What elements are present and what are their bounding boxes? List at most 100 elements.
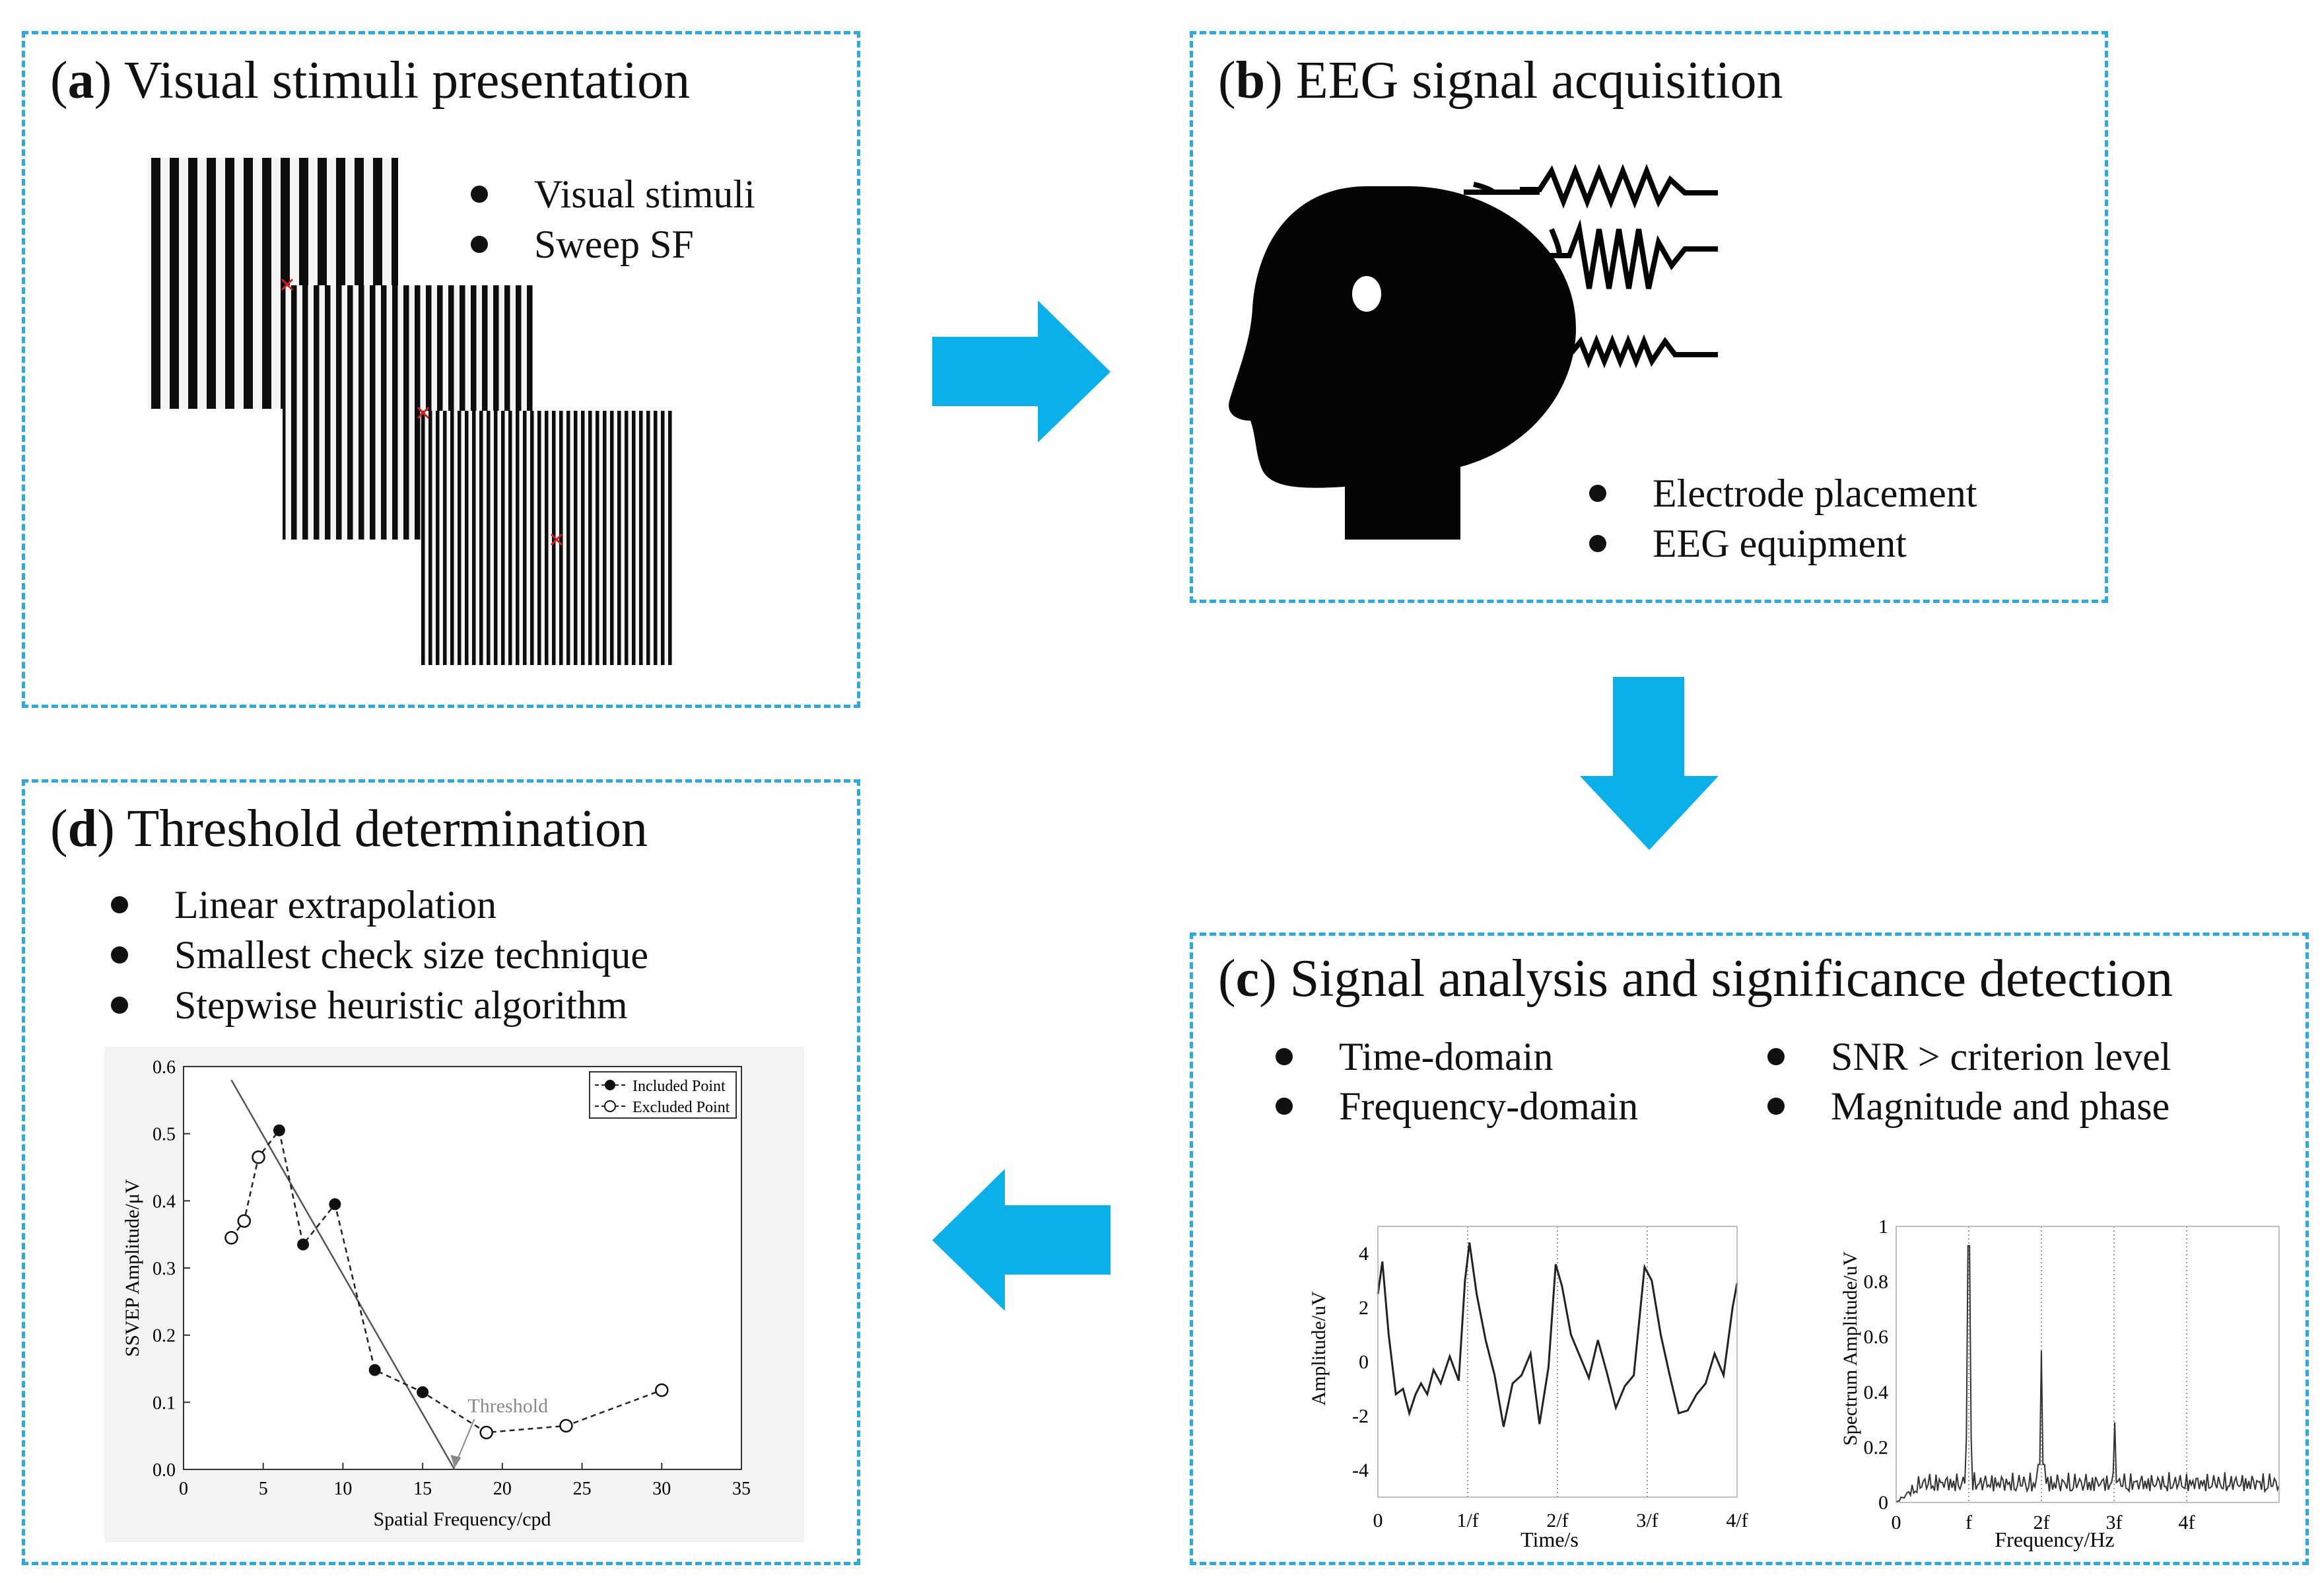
panel-d-bullet-1: Linear extrapolation — [111, 885, 496, 925]
x-tick-label: 20 — [493, 1479, 512, 1499]
excluded-point — [252, 1150, 265, 1164]
panel-b-letter: b — [1235, 52, 1266, 110]
panel-c-bullet-magnitude-phase: Magnitude and phase — [1767, 1086, 2170, 1126]
panel-b-title: (b) EEG signal acquisition — [1218, 52, 1783, 110]
bullet-dot-icon — [471, 236, 488, 254]
x-tick-label: 3f — [2106, 1512, 2123, 1533]
bullet-dot-icon — [1767, 1048, 1785, 1066]
panel-d-bullet-3: Stepwise heuristic algorithm — [111, 985, 628, 1025]
panel-a: (a) Visual stimuli presentation Visual s… — [22, 31, 860, 708]
legend-included-marker — [605, 1080, 615, 1090]
panel-b-bullet-1: Electrode placement — [1589, 474, 1977, 513]
y-tick-label: 0.4 — [153, 1191, 176, 1212]
y-tick-label: -2 — [1352, 1405, 1369, 1427]
panel-d-bullet-2: Smallest check size technique — [111, 935, 648, 975]
x-tick-label: 10 — [333, 1479, 352, 1499]
bullet-dot-icon — [111, 896, 128, 914]
x-tick-label: 5 — [259, 1479, 268, 1499]
panel-a-title: (a) Visual stimuli presentation — [50, 52, 691, 110]
panel-b: (b) EEG signal acquisition Electrode pla… — [1190, 31, 2108, 603]
y-tick-label: 2 — [1359, 1297, 1369, 1319]
panel-a-bullet-2: Sweep SF — [471, 225, 694, 264]
panel-d-title-text: Threshold determination — [127, 800, 648, 858]
included-point — [329, 1198, 341, 1211]
y-tick-label: 0.6 — [1864, 1326, 1889, 1348]
x-tick-label: 2f — [2034, 1512, 2050, 1533]
ssvep-y-label: SSVEP Amplitude/μV — [121, 1179, 143, 1357]
y-tick-label: 4 — [1359, 1243, 1369, 1265]
y-tick-label: 0.6 — [153, 1057, 176, 1078]
time-y-label: Amplitude/uV — [1308, 1291, 1330, 1406]
down-arrow-icon — [1580, 677, 1719, 850]
y-tick-label: 0 — [1878, 1492, 1888, 1514]
bullet-dot-icon — [111, 997, 128, 1014]
included-point — [297, 1238, 310, 1251]
legend-excluded-marker — [604, 1100, 616, 1112]
legend-included: Included Point — [632, 1078, 726, 1095]
y-tick-label: 0.3 — [153, 1259, 176, 1279]
excluded-point — [655, 1383, 669, 1397]
ssvep-x-label: Spatial Frequency/cpd — [373, 1508, 551, 1530]
x-tick-label: 2/f — [1546, 1510, 1568, 1531]
bullet-dot-icon — [1276, 1048, 1293, 1066]
panel-c-title: (c) Signal analysis and significance det… — [1218, 950, 2173, 1008]
excluded-point — [224, 1231, 238, 1245]
ssvep-threshold-chart: SSVEP Amplitude/μV Spatial Frequency/cpd… — [104, 1047, 804, 1542]
x-tick-label: 4f — [2179, 1512, 2195, 1533]
excluded-point — [479, 1425, 493, 1440]
head-profile-icon — [1229, 164, 1718, 540]
bullet-dot-icon — [111, 946, 128, 964]
x-tick-label: 1/f — [1456, 1510, 1478, 1531]
panel-c-bullet-frequency-domain: Frequency-domain — [1276, 1086, 1638, 1126]
excluded-point — [559, 1419, 573, 1433]
panel-b-title-text: EEG signal acquisition — [1295, 52, 1783, 110]
y-tick-label: -4 — [1352, 1460, 1369, 1481]
threshold-annotation: Threshold — [467, 1395, 548, 1417]
bullet-dot-icon — [1276, 1098, 1293, 1115]
y-tick-label: 0.5 — [153, 1125, 176, 1145]
y-tick-label: 0.2 — [1864, 1436, 1889, 1458]
x-tick-label: 0 — [1892, 1512, 1901, 1533]
panel-a-bullet-1: Visual stimuli — [471, 174, 755, 214]
panel-d-title: (d) Threshold determination — [50, 800, 648, 858]
x-tick-label: 30 — [652, 1479, 671, 1499]
x-tick-label: f — [1965, 1512, 1972, 1533]
legend-excluded: Excluded Point — [632, 1099, 730, 1116]
panel-d: (d) Threshold determination Linear extra… — [22, 779, 860, 1565]
grating-high-sf — [421, 411, 672, 665]
bullet-dot-icon — [1589, 535, 1606, 553]
fixation-marker — [281, 278, 563, 546]
bullet-dot-icon — [1767, 1098, 1785, 1115]
included-point — [368, 1364, 381, 1376]
excluded-point — [237, 1214, 251, 1228]
x-tick-label: 15 — [413, 1479, 432, 1499]
right-arrow-icon — [932, 300, 1111, 442]
panel-a-title-text: Visual stimuli presentation — [123, 52, 691, 110]
x-tick-label: 35 — [732, 1479, 751, 1499]
panel-c-title-text: Signal analysis and significance detecti… — [1289, 950, 2173, 1008]
included-point — [417, 1386, 429, 1399]
y-tick-label: 0.1 — [153, 1393, 176, 1413]
time-signal-line — [1377, 1242, 1738, 1427]
left-arrow-icon — [932, 1169, 1111, 1311]
ssvep-legend: Included Point Excluded Point — [589, 1071, 737, 1119]
bullet-dot-icon — [1589, 485, 1606, 503]
freq-y-label: Spectrum Amplitude/uV — [1839, 1251, 1861, 1446]
x-tick-label: 0 — [179, 1479, 188, 1499]
panel-c: (c) Signal analysis and significance det… — [1190, 932, 2309, 1565]
y-tick-label: 0.2 — [153, 1326, 176, 1347]
included-point — [273, 1124, 285, 1137]
panel-a-letter: a — [67, 52, 94, 110]
y-tick-label: 0 — [1359, 1351, 1369, 1373]
x-tick-label: 4/f — [1726, 1510, 1748, 1531]
grating-stimuli — [147, 158, 672, 665]
x-tick-label: 3/f — [1636, 1510, 1658, 1531]
panel-b-bullet-2: EEG equipment — [1589, 524, 1907, 563]
panel-c-bullet-snr: SNR > criterion level — [1767, 1037, 2171, 1076]
y-tick-label: 0.0 — [153, 1460, 176, 1481]
x-tick-label: 0 — [1373, 1510, 1383, 1531]
panel-c-letter: c — [1235, 950, 1260, 1008]
y-tick-label: 0.8 — [1864, 1271, 1889, 1293]
